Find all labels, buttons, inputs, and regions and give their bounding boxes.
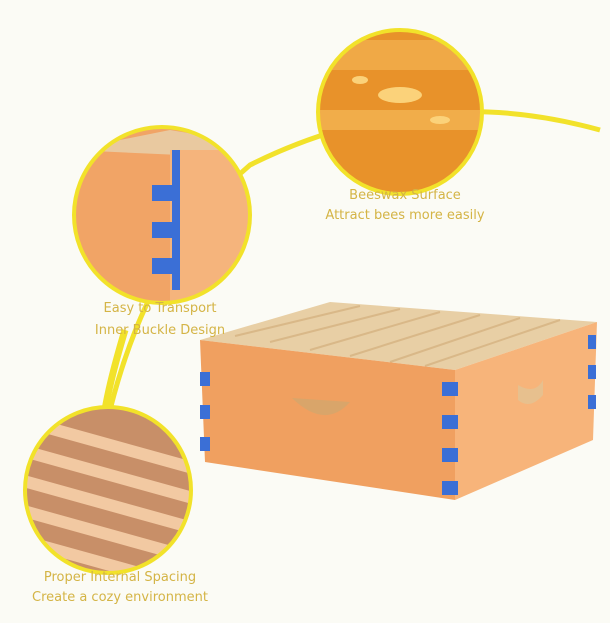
spacing-title: Proper Internal Spacing xyxy=(43,570,197,585)
transport-title: Easy to Transport xyxy=(103,301,217,316)
connector-arc xyxy=(107,109,601,411)
transport-caption: Easy to Transport Inner Buckle Design xyxy=(70,298,250,342)
beeswax-caption: Beeswax Surface Attract bees more easily xyxy=(320,186,490,226)
connector-arc-lower xyxy=(101,328,129,411)
beehive-box-image xyxy=(200,302,597,500)
transport-subtitle: Inner Buckle Design xyxy=(94,323,226,338)
beeswax-subtitle: Attract bees more easily xyxy=(325,208,485,223)
beeswax-closeup-image xyxy=(318,30,482,194)
beeswax-title: Beeswax Surface xyxy=(349,188,461,203)
spacing-caption: Proper Internal Spacing Create a cozy en… xyxy=(20,568,220,608)
spacing-subtitle: Create a cozy environment xyxy=(32,590,208,605)
